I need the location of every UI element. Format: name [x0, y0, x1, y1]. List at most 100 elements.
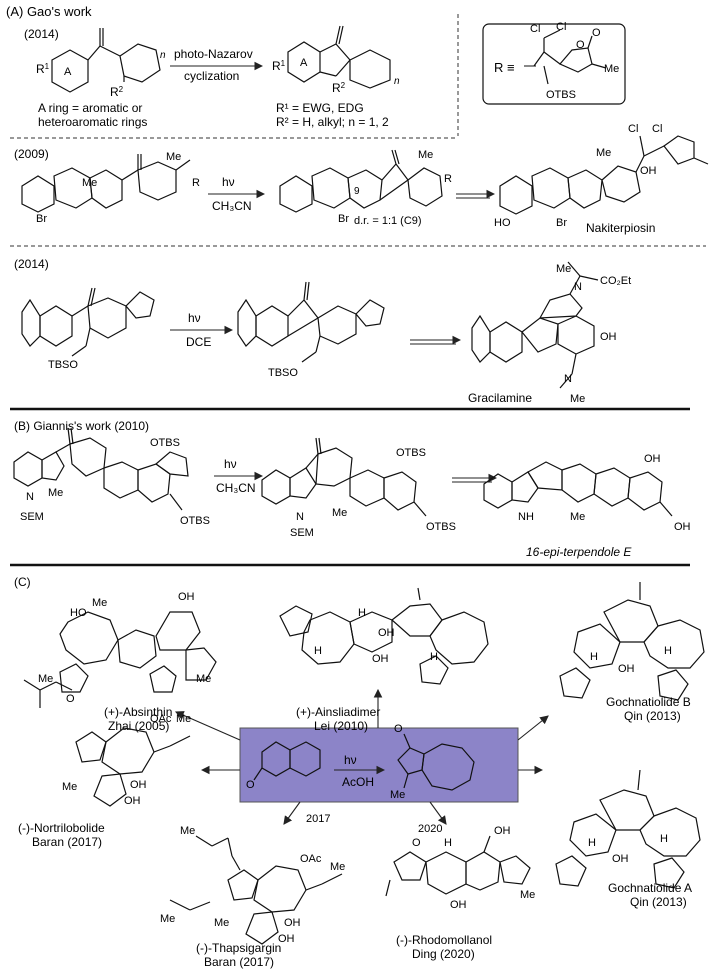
center-product: O Me — [390, 723, 475, 801]
arrow-to-absinthin — [174, 711, 241, 741]
rgroup-cl2: Cl — [556, 21, 566, 33]
r1-atom: R1 — [36, 62, 50, 77]
ains-oh1: OH — [378, 627, 395, 639]
nortrilobolide-name: (-)-Nortrilobolide — [18, 821, 105, 835]
nt-me2: Me — [62, 781, 77, 793]
row1-caption-right-1: R¹ = EWG, EDG — [276, 101, 364, 115]
nak-br: Br — [556, 217, 567, 229]
gracilamine-structure: Me N CO₂Et OH N Me — [471, 261, 631, 405]
nortrilobolide-ref: Baran (2017) — [32, 835, 102, 849]
ts-oh1: OH — [644, 453, 661, 465]
gb-oh: OH — [618, 663, 635, 675]
intermediate-me: Me — [418, 149, 433, 161]
product-n-index: n — [394, 76, 400, 87]
nakiterpiosin-structure: Cl Cl OH Me HO Br — [494, 123, 709, 229]
product-ring-a-label: A — [300, 57, 308, 69]
thapsigargin-structure: Me OAc Me OH OH Me Me — [160, 825, 345, 945]
rh-oh2: OH — [450, 899, 467, 911]
gs-co2et: CO₂Et — [600, 275, 631, 287]
ainsliadimer-structure: H OH OH H H — [279, 587, 489, 685]
rgroup-label: R ≡ — [494, 60, 515, 75]
nt-oac: OAc — [150, 713, 172, 725]
rgroup-otbs: OTBS — [546, 89, 576, 101]
ains-h2: H — [314, 645, 322, 657]
rgroup-box — [482, 23, 626, 105]
ts-oh2: OH — [674, 521, 691, 533]
thapsigargin-ref: Baran (2017) — [204, 955, 274, 969]
intermediate-c9: 9 — [354, 186, 360, 197]
terpendole-precursor: Me N SEM OTBS OTBS — [13, 427, 210, 527]
ainsliadimer-ref: Lei (2010) — [314, 719, 368, 733]
row1-caption-left-2: heteroaromatic rings — [38, 115, 147, 129]
ring-a-label: A — [64, 66, 72, 78]
tp-me: Me — [48, 487, 63, 499]
gs-n2: N — [564, 373, 572, 385]
nakiterpiosin-name: Nakiterpiosin — [586, 221, 655, 235]
ti-otbs2: OTBS — [426, 521, 456, 533]
tp-n: N — [26, 491, 34, 503]
gochnatiolide-a-name: Gochnatiolide A — [608, 881, 692, 895]
terpendole-structure: NH Me OH OH — [483, 453, 691, 533]
th-oh1: OH — [284, 917, 301, 929]
ains-oh2: OH — [372, 653, 389, 665]
th-me-low: Me — [214, 917, 229, 929]
rgroup-cl1: Cl — [530, 23, 540, 35]
gs-me-top: Me — [556, 263, 571, 275]
section-c-label: (C) — [14, 575, 31, 589]
gochnatiolide-b-ref: Qin (2013) — [624, 709, 681, 723]
ains-h3: H — [430, 651, 438, 663]
ti-n: N — [296, 511, 304, 523]
terpendole-intermediate: N SEM Me OTBS OTBS — [261, 437, 456, 539]
nt-oh2: OH — [124, 795, 141, 807]
nortrilobolide-structure: O OAc Me OH OH Me — [23, 679, 191, 807]
center-reactant: O — [246, 741, 321, 791]
section-b-conditions-bottom: CH₃CN — [216, 481, 256, 495]
arrow-to-thapsigargin — [283, 801, 301, 825]
nak-cl1: Cl — [628, 123, 638, 135]
rgroup-me: Me — [604, 63, 619, 75]
nakiterpiosin-precursor: Me Me R Br — [21, 151, 200, 225]
row3-conditions-bottom: DCE — [186, 335, 211, 349]
ts-me: Me — [570, 511, 585, 523]
year-2017: 2017 — [306, 813, 330, 825]
gracilamine-precursor: TBSO — [21, 287, 155, 371]
gi-tbso: TBSO — [268, 367, 298, 379]
intermediate-br: Br — [338, 213, 349, 225]
gracilamine-name: Gracilamine — [468, 391, 532, 405]
gp-tbso: TBSO — [48, 359, 78, 371]
gracilamine-intermediate: TBSO — [237, 281, 385, 379]
gao-substrate: R1 A R2 n — [36, 28, 166, 99]
th-oac: OAc — [300, 853, 322, 865]
rh-h: H — [444, 837, 452, 849]
tp-otbs1: OTBS — [150, 437, 180, 449]
ga-h2: H — [660, 833, 668, 845]
gochnatiolide-a-ref: Qin (2013) — [630, 895, 687, 909]
ti-otbs1: OTBS — [396, 447, 426, 459]
gochnatiolide-a-structure: OH H H — [555, 769, 701, 889]
arrow-to-gochnatiolide-b — [517, 715, 549, 741]
row2-dr: d.r. = 1:1 (C9) — [354, 215, 422, 227]
precursor-me2: Me — [166, 151, 181, 163]
nak-oh: OH — [640, 165, 657, 177]
gochnatiolide-b-name: Gochnatiolide B — [606, 695, 691, 709]
ti-sem: SEM — [290, 527, 314, 539]
center-product-me: Me — [390, 789, 405, 801]
nak-cl2: Cl — [652, 123, 662, 135]
row1-year: (2014) — [24, 27, 59, 41]
row3-year: (2014) — [14, 257, 49, 271]
nak-ho: HO — [494, 217, 511, 229]
nakiterpiosin-intermediate: 9 Me R Br — [279, 149, 452, 225]
abs-me2: Me — [38, 673, 53, 685]
absinthin-ref: Zhai (2005) — [108, 719, 169, 733]
rgroup-o2: O — [592, 27, 601, 39]
rgroup-o1: O — [576, 39, 585, 51]
absinthin-name: (+)-Absinthin — [104, 705, 172, 719]
center-box — [239, 727, 519, 803]
tp-sem: SEM — [20, 511, 44, 523]
ga-oh: OH — [612, 853, 629, 865]
precursor-r: R — [192, 177, 200, 189]
abs-oh: OH — [178, 591, 195, 603]
thapsigargin-name: (-)-Thapsigargin — [196, 941, 281, 955]
row3-conditions-top: hν — [188, 311, 201, 325]
